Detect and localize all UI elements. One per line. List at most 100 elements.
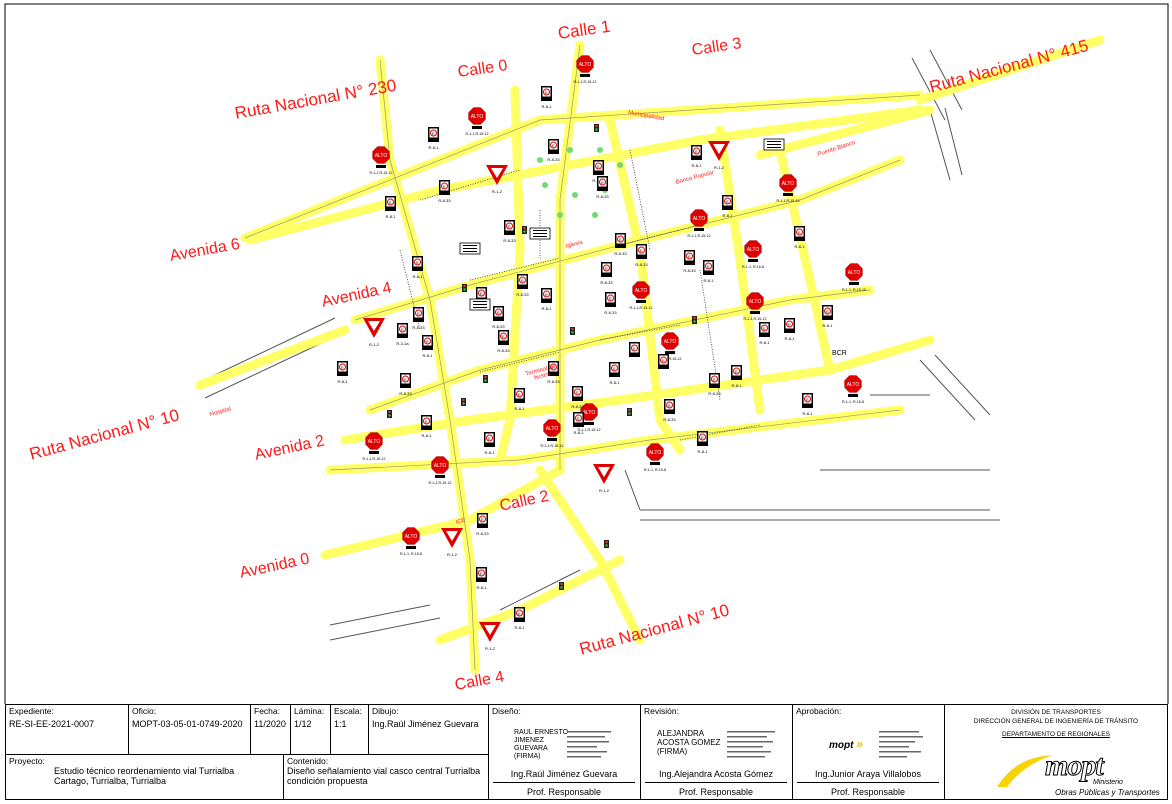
revision-name: Ing.Alejandra Acosta Gómez	[658, 769, 774, 779]
svg-text:R-8-33: R-8-33	[708, 391, 721, 396]
svg-text:E: E	[480, 291, 483, 296]
svg-text:R-8-1: R-8-1	[722, 213, 733, 218]
svg-text:E: E	[443, 184, 446, 189]
no-parking-sign: E R-8-1	[759, 322, 770, 345]
svg-text:E: E	[763, 326, 766, 331]
revision-sig-line: ALEJANDRA	[657, 729, 705, 738]
no-parking-sign: ER-8-1	[422, 335, 433, 358]
oficio-value: MOPT-03-05-01-0749-2020	[132, 719, 243, 729]
svg-text:R-1-1,R-15-12: R-1-1,R-15-12	[429, 481, 452, 485]
diseno-sig-line: JIMENEZ	[514, 737, 544, 744]
cell-diseno: Diseño: RAUL ERNESTO JIMENEZ GUEVARA (FI…	[489, 705, 641, 800]
svg-text:E: E	[488, 436, 491, 441]
svg-text:ALTO: ALTO	[579, 62, 592, 68]
svg-text:R-1-1,R-15-12: R-1-1,R-15-12	[541, 444, 564, 448]
lamina-label: Lámina:	[294, 706, 325, 716]
svg-text:R-8-1: R-8-1	[422, 353, 433, 358]
svg-text:E: E	[735, 369, 738, 374]
cell-expediente: Expediente: RE-SI-EE-2021-0007	[6, 705, 129, 755]
aprobacion-prof-resp: Prof. Responsable	[830, 787, 906, 797]
svg-text:E: E	[726, 199, 729, 204]
svg-text:R-8-33: R-8-33	[492, 324, 505, 329]
no-parking-sign: E R-8-1	[722, 195, 733, 218]
mopt-logo: mopt	[1045, 749, 1105, 783]
diseno-sig-line: (FIRMA)	[514, 753, 541, 760]
no-parking-sign: ER-8-33	[604, 292, 617, 315]
svg-text:ALTO: ALTO	[434, 463, 447, 469]
svg-text:R-1-1, R-15-8: R-1-1, R-15-8	[644, 468, 666, 472]
svg-text:R-8-1: R-8-1	[759, 340, 770, 345]
svg-text:E: E	[609, 296, 612, 301]
no-parking-sign: ER-8-1	[784, 318, 795, 341]
mopt-obras: Obras Públicas y Transportes	[1055, 788, 1160, 797]
org-departamento: DEPARTAMENTO DE REGIONALES	[1002, 731, 1110, 738]
svg-text:E: E	[613, 366, 616, 371]
cell-oficio: Oficio: MOPT-03-05-01-0749-2020	[129, 705, 251, 755]
svg-text:R-1-2: R-1-2	[447, 552, 458, 557]
svg-text:E: E	[404, 377, 407, 382]
svg-text:R-8-33: R-8-33	[547, 157, 560, 162]
no-parking-sign: ER-8-1	[541, 86, 552, 109]
svg-text:R-1-1, R-15-10: R-1-1, R-15-10	[842, 288, 866, 292]
mopt-ministerio: Ministerio	[1093, 779, 1123, 786]
traffic-light	[594, 124, 599, 132]
dibujo-value: Ing.Raúl Jiménez Guevara	[372, 719, 479, 729]
revision-sig-line: (FIRMA)	[657, 747, 688, 756]
svg-text:R-8-33: R-8-33	[614, 251, 627, 256]
stop-sign: ALTO R-1-1,R-15-12	[659, 332, 682, 361]
small-logo-text: mopt	[829, 740, 854, 751]
no-parking-sign: ER-8-33	[614, 233, 627, 256]
svg-text:R-1-2: R-1-2	[485, 646, 496, 651]
svg-text:E: E	[401, 327, 404, 332]
no-parking-sign: ER-8-33	[497, 330, 510, 353]
no-parking-sign: ER-8-1	[731, 365, 742, 388]
svg-text:E: E	[695, 149, 698, 154]
svg-text:R-8-1: R-8-1	[697, 449, 708, 454]
no-parking-sign: ER-8-1	[421, 415, 432, 438]
no-parking-sign: ER-8-1	[609, 362, 620, 385]
svg-text:ALTO: ALTO	[546, 426, 559, 432]
svg-text:R-8-33: R-8-33	[399, 391, 412, 396]
svg-text:R-8-1: R-8-1	[412, 274, 423, 279]
svg-text:E: E	[425, 419, 428, 424]
no-parking-sign: ER-8-1	[794, 226, 805, 249]
svg-text:R-1-1,R-15-12: R-1-1,R-15-12	[744, 317, 767, 321]
svg-text:R-1-1,R-15-12: R-1-1,R-15-12	[659, 357, 682, 361]
svg-text:ALTO: ALTO	[749, 299, 762, 305]
no-parking-sign: ER-8-33	[438, 180, 451, 203]
svg-text:R-1-1,R-15-12: R-1-1,R-15-12	[574, 80, 597, 84]
proyecto-label: Proyecto:	[9, 756, 45, 766]
stop-sign: ALTO R-1-1,R-15-12	[744, 292, 767, 321]
revision-prof-resp: Prof. Responsable	[678, 787, 754, 797]
diseno-signature: RAUL ERNESTO JIMENEZ GUEVARA (FIRMA)	[514, 729, 568, 761]
svg-text:ALTO: ALTO	[664, 339, 677, 345]
revision-digital-stamp	[727, 731, 775, 758]
diseno-name: Ing.Raúl Jiménez Guevara	[510, 769, 618, 779]
svg-text:E: E	[508, 224, 511, 229]
traffic-light	[522, 226, 527, 234]
svg-text:R-8-33: R-8-33	[547, 379, 560, 384]
svg-text:E: E	[701, 435, 704, 440]
svg-text:E: E	[518, 392, 521, 397]
cell-escala: Escala: 1:1	[331, 705, 369, 755]
no-parking-sign: ER-8-1	[484, 432, 495, 455]
diseno-sig-line: RAUL ERNESTO	[514, 729, 569, 736]
diseno-digital-stamp	[567, 731, 611, 758]
no-parking-sign: ER-8-33	[596, 176, 609, 199]
svg-text:R-1-2: R-1-2	[714, 165, 725, 170]
yield-sign: R-1-2	[441, 528, 463, 557]
no-parking-sign: ER-8-1	[476, 567, 487, 590]
svg-text:ALTO: ALTO	[368, 439, 381, 445]
org-division: DIVISIÓN DE TRANSPORTES	[1011, 709, 1101, 716]
svg-text:E: E	[502, 334, 505, 339]
svg-text:R-1-1, R-15-8: R-1-1, R-15-8	[742, 265, 764, 269]
svg-text:R-8-33: R-8-33	[596, 194, 609, 199]
svg-text:E: E	[552, 365, 555, 370]
